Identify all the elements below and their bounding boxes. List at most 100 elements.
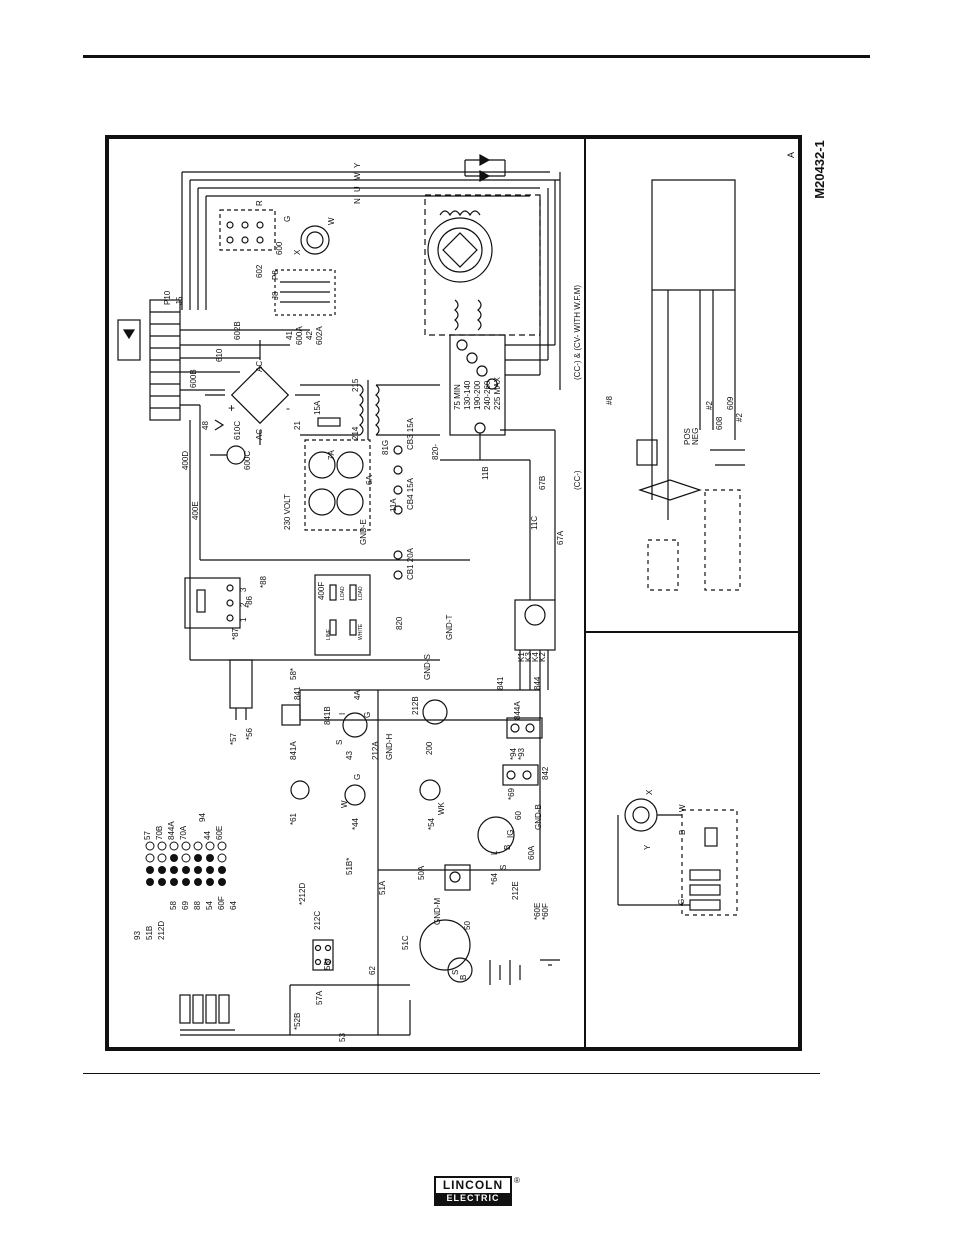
label-cb4: CB4 15A (406, 477, 415, 510)
header-rule (83, 55, 870, 58)
label-212e: 212E (511, 881, 520, 900)
label-8: #8 (605, 396, 614, 405)
label-400e: 400E (191, 501, 200, 520)
label-g: G (283, 216, 292, 222)
revision-letter: A (786, 151, 797, 159)
label-51c: 51C (401, 935, 410, 950)
label-602a: 602A (315, 326, 324, 345)
registered-mark: ® (514, 1176, 520, 1185)
label-k1: K1 (517, 652, 526, 662)
label-2a: #2 (705, 401, 714, 410)
label-pos: POS (683, 428, 692, 445)
pin-label: 51B (145, 926, 154, 940)
label-56: *56 (245, 727, 254, 740)
label-60f: *60F (541, 903, 550, 920)
label-b-right: B (678, 830, 687, 835)
label-b-meter: B (503, 845, 512, 850)
label-cb3: CB3 15A (406, 417, 415, 450)
label-602b: 602B (233, 321, 242, 340)
label-842: 842 (541, 766, 550, 780)
label-820-dash: 820- (431, 444, 440, 460)
label-w-left: W (340, 800, 349, 808)
label-820: 820 (395, 616, 404, 630)
label-600c: 600C (243, 451, 252, 470)
drawing-number-text: M20432-1 (811, 140, 827, 199)
label-212d: *212D (298, 883, 307, 905)
label-841b: 841B (323, 706, 332, 725)
label-41: 41 (285, 331, 294, 340)
label-gnd-t: GND-T (445, 615, 454, 640)
label-93: *93 (517, 747, 526, 760)
label-51b: 51B* (345, 858, 354, 875)
lincoln-electric-logo: LINCOLN ELECTRIC ® (434, 1176, 520, 1206)
label-gnd-s: GND-S (423, 654, 432, 680)
pin-label: 844A (167, 821, 176, 840)
label-bridge-minus: - (286, 401, 290, 415)
label-60a: 60A (527, 845, 536, 860)
label-gnd-m: GND-M (433, 898, 442, 925)
label-60e: *60E (533, 903, 542, 920)
label-x: X (293, 249, 302, 255)
label-j5: J5 (175, 296, 184, 305)
pin-label: 54 (205, 901, 214, 910)
footer-rule (83, 1073, 820, 1074)
label-wire-w: W (353, 172, 362, 180)
logo-line1: LINCOLN (436, 1178, 510, 1193)
label-relay-2: 2 (239, 602, 248, 607)
label-11a: 11A (389, 498, 398, 512)
label-relay-3: 3 (239, 587, 248, 592)
label-57: *57 (229, 732, 238, 745)
label-64: *64 (490, 872, 499, 885)
label-gnd-e: GND-E (359, 519, 368, 545)
pin-label: 58 (169, 901, 178, 910)
label-609: 609 (726, 396, 735, 410)
label-wk: WK (437, 801, 446, 815)
label-gfci-load: LOAD (340, 586, 346, 600)
pin-label: 60F (217, 896, 226, 910)
label-212a: 212A (371, 741, 380, 760)
label-54: *54 (427, 817, 436, 830)
pin-label: 93 (133, 931, 142, 940)
label-50a: 50A (417, 865, 426, 880)
label-86: *86 (245, 595, 254, 608)
label-610c: 610C (233, 421, 242, 440)
label-15a: 15A (313, 400, 322, 415)
pin-label: 64 (229, 901, 238, 910)
label-602: 602 (255, 264, 264, 278)
pin-label: 70A (179, 825, 188, 840)
label-gnd-b: GND-B (534, 804, 543, 830)
label-bridge-ac-top: AC (255, 361, 264, 372)
label-43: 43 (345, 751, 354, 760)
pin-label: 212D (157, 921, 166, 940)
label-51a: 51A (378, 880, 387, 895)
label-81g: 81G (381, 440, 390, 455)
wiring-diagram-frame (105, 135, 802, 1051)
label-7a: 7A (327, 450, 336, 460)
label-wire-u: U (353, 186, 362, 192)
label-range-1: 130-140 (463, 380, 472, 410)
pin-label: 57 (143, 831, 152, 840)
label-l: L (490, 850, 499, 855)
pin-label: 88 (193, 901, 202, 910)
label-608: 608 (715, 416, 724, 430)
label-mode-cv: (CC-) & (CV- WITH W.F.M) (573, 285, 582, 380)
label-212c: 212C (313, 911, 322, 930)
logo-line2: ELECTRIC (446, 1193, 500, 1203)
label-50: 50 (463, 921, 472, 930)
label-200: 200 (425, 741, 434, 755)
pin-label: 70B (155, 826, 164, 840)
label-wire-y: Y (353, 162, 362, 168)
label-55: 55* (323, 958, 332, 970)
label-bridge-ac-bottom: AC (255, 429, 264, 440)
label-j8: J8 (271, 291, 280, 300)
label-s-start: S (451, 970, 460, 975)
label-range-2: 190-200 (473, 380, 482, 410)
label-neg: NEG (691, 428, 700, 445)
label-215: 215 (351, 378, 360, 392)
label-2b: #2 (735, 413, 744, 422)
label-p10: P10 (163, 290, 172, 305)
label-94: *94 (509, 747, 518, 760)
label-gfci-line: LINE (326, 628, 332, 640)
label-844: 844 (533, 676, 542, 690)
label-range-title: 75 MIN (453, 384, 462, 410)
